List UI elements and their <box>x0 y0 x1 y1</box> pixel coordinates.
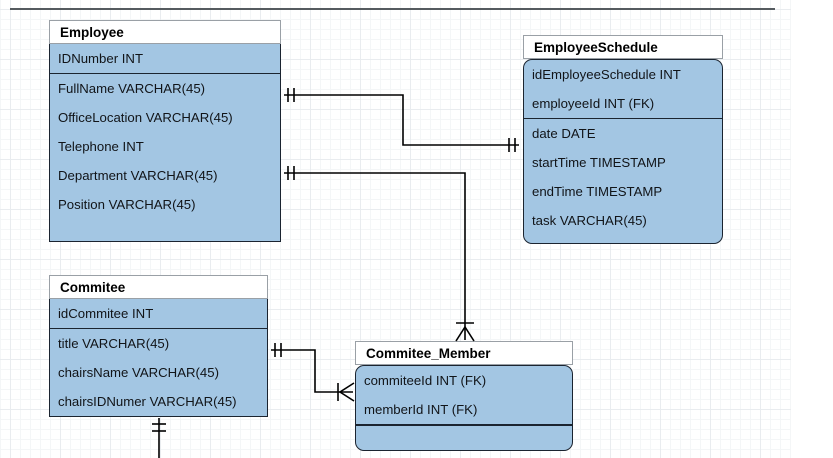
entity-commitee-attr-row[interactable]: chairsName VARCHAR(45) <box>58 365 219 380</box>
entity-employeeschedule-attr-row[interactable]: date DATE <box>532 126 596 141</box>
entity-commitee-member-pk-section: commiteeId INT (FK) memberId INT (FK) <box>356 366 572 425</box>
entity-commitee-attr-row[interactable]: chairsIDNumer VARCHAR(45) <box>58 394 237 409</box>
entity-commitee-body: idCommitee INT title VARCHAR(45) chairsN… <box>49 299 268 417</box>
entity-commitee-member[interactable]: Commitee_Member commiteeId INT (FK) memb… <box>355 341 573 451</box>
entity-employeeschedule-pk-row[interactable]: idEmployeeSchedule INT <box>532 67 681 82</box>
entity-employeeschedule-pk-section: idEmployeeSchedule INT employeeId INT (F… <box>524 60 722 119</box>
entity-commitee-pk-row[interactable]: idCommitee INT <box>58 306 154 321</box>
entity-employee-attr-row[interactable]: OfficeLocation VARCHAR(45) <box>58 110 233 125</box>
entity-commitee-member-title: Commitee_Member <box>355 341 573 365</box>
connector-line <box>284 94 519 146</box>
canvas-top-rule <box>10 8 775 10</box>
entity-employee-body: IDNumber INT FullName VARCHAR(45) Office… <box>49 44 281 242</box>
entity-commitee-pk-section: idCommitee INT <box>50 299 267 329</box>
entity-commitee[interactable]: Commitee idCommitee INT title VARCHAR(45… <box>49 275 268 417</box>
entity-employee-attr-row[interactable]: FullName VARCHAR(45) <box>58 81 206 96</box>
entity-employeeschedule-attr-section: date DATE startTime TIMESTAMP endTime TI… <box>524 119 722 243</box>
entity-employee-attr-row[interactable]: Position VARCHAR(45) <box>58 197 196 212</box>
entity-employeeschedule-attr-row[interactable]: task VARCHAR(45) <box>532 213 647 228</box>
entity-commitee-attr-row[interactable]: title VARCHAR(45) <box>58 336 170 351</box>
entity-employee-pk-row[interactable]: IDNumber INT <box>58 51 143 66</box>
cardinality-many-crowsfoot <box>338 382 355 402</box>
entity-employeeschedule-attr-row[interactable]: startTime TIMESTAMP <box>532 155 666 170</box>
entity-employeeschedule[interactable]: EmployeeSchedule idEmployeeSchedule INT … <box>523 35 723 244</box>
entity-employeeschedule-title: EmployeeSchedule <box>523 35 723 59</box>
entity-employee-pk-section: IDNumber INT <box>50 44 280 74</box>
entity-commitee-member-body: commiteeId INT (FK) memberId INT (FK) <box>355 365 573 451</box>
cardinality-many-crowsfoot <box>455 325 475 342</box>
entity-commitee-member-attr-section <box>356 425 572 450</box>
entity-employee[interactable]: Employee IDNumber INT FullName VARCHAR(4… <box>49 20 281 242</box>
connector-line <box>284 172 466 340</box>
entity-employee-attr-row[interactable]: Telephone INT <box>58 139 144 154</box>
entity-employeeschedule-pk-row[interactable]: employeeId INT (FK) <box>532 96 655 111</box>
entity-commitee-attr-section: title VARCHAR(45) chairsName VARCHAR(45)… <box>50 329 267 416</box>
entity-employeeschedule-attr-row[interactable]: endTime TIMESTAMP <box>532 184 663 199</box>
entity-employee-title: Employee <box>49 20 281 44</box>
entity-commitee-member-pk-row[interactable]: memberId INT (FK) <box>364 402 478 417</box>
entity-commitee-title: Commitee <box>49 275 268 299</box>
entity-employee-attr-row[interactable]: Department VARCHAR(45) <box>58 168 218 183</box>
entity-commitee-member-pk-row[interactable]: commiteeId INT (FK) <box>364 373 487 388</box>
entity-employeeschedule-body: idEmployeeSchedule INT employeeId INT (F… <box>523 59 723 244</box>
entity-employee-attr-section: FullName VARCHAR(45) OfficeLocation VARC… <box>50 74 280 241</box>
connector-line <box>271 349 353 393</box>
